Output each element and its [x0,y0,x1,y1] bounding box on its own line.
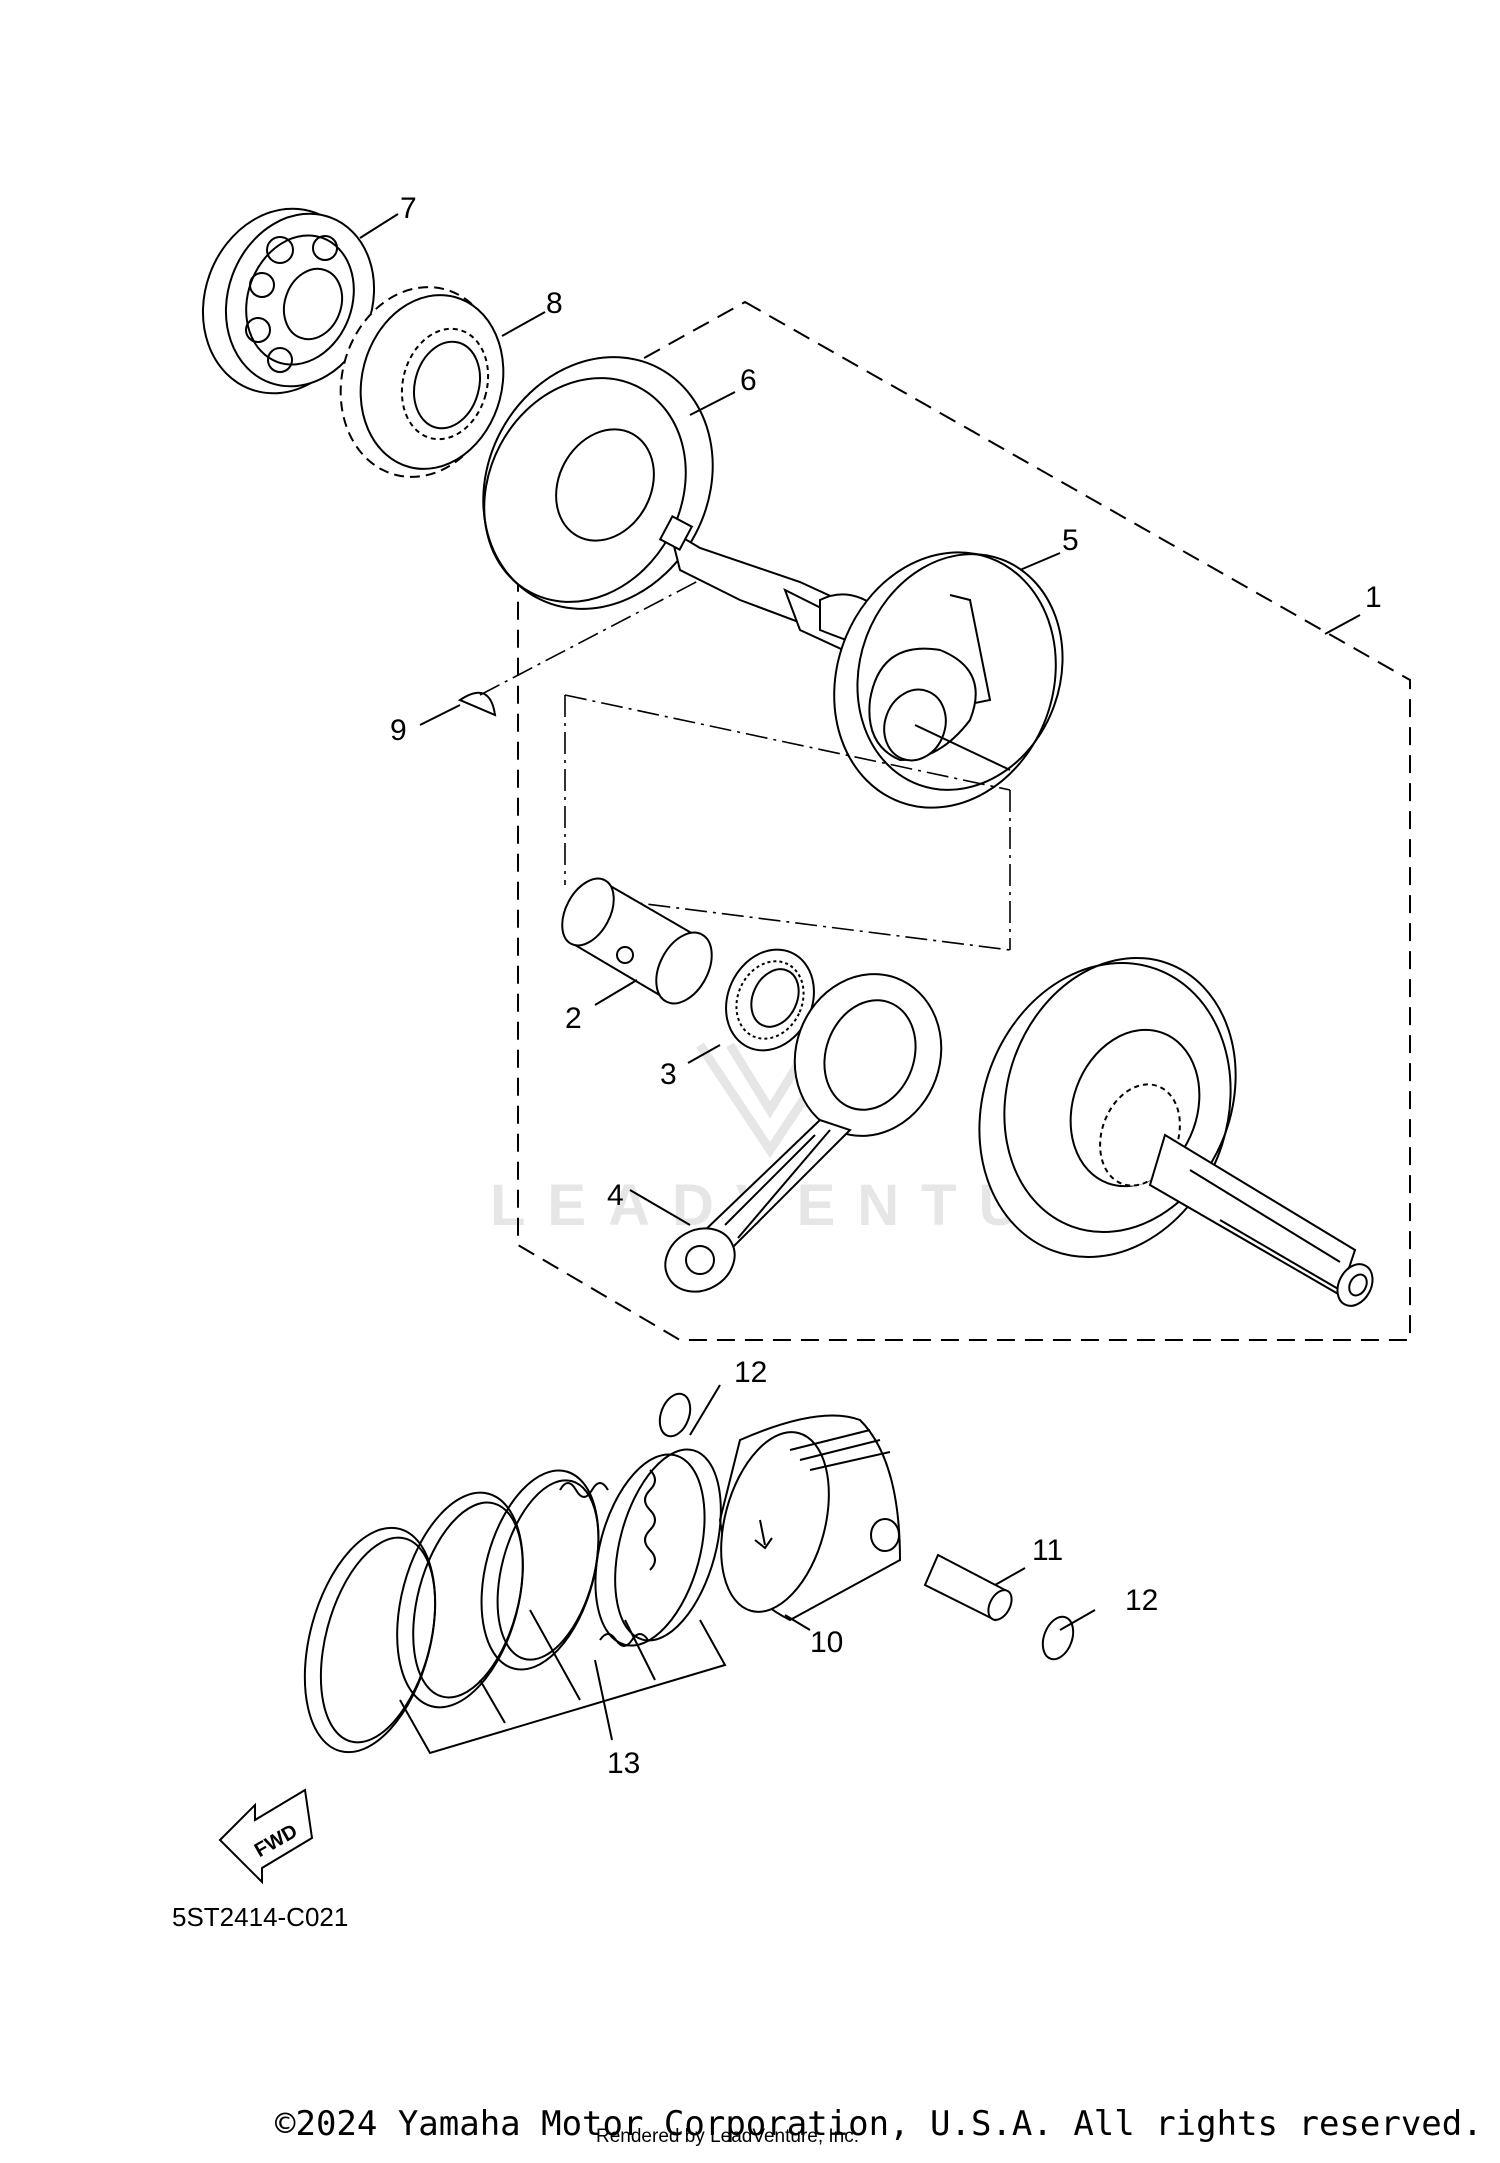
crank-pin-part-2[interactable] [552,870,723,1013]
callout-12-right: 12 [1125,1584,1158,1617]
washer-part-6[interactable] [440,317,756,650]
callout-7: 7 [400,192,417,225]
callout-1: 1 [1365,581,1382,614]
callout-labels: 1 2 3 4 5 6 7 8 9 10 11 12 12 13 [390,192,1382,1780]
connecting-rod-part-4[interactable] [654,953,964,1304]
callout-5: 5 [1062,524,1079,557]
callout-6: 6 [740,364,757,397]
bearing-part-7[interactable] [178,186,398,416]
diagram-code: 5ST2414-C021 [172,1902,348,1932]
copyright-notice: ©2024 Yamaha Motor Corporation, U.S.A. A… [275,2104,1483,2144]
crank-left-with-shaft[interactable] [939,925,1379,1312]
callout-12-top: 12 [734,1356,767,1389]
callout-9: 9 [390,714,407,747]
rendered-by-notice: Rendered by LeadVenture, Inc. [596,2126,860,2147]
callout-11: 11 [1032,1534,1063,1567]
circlip-part-12-right[interactable] [1037,1613,1078,1664]
piston-pin-part-11[interactable] [923,1553,1016,1624]
crank-right-part-5[interactable] [658,515,1095,839]
needle-bearing-part-3[interactable] [710,935,830,1065]
callout-3: 3 [660,1058,677,1091]
callout-13: 13 [607,1747,640,1780]
crankshaft-assembly-boundary [517,300,1411,1341]
key-part-9[interactable] [457,579,701,717]
leader-lines [359,213,1361,1755]
gear-part-8[interactable] [320,269,523,495]
piston-rings-part-13[interactable] [282,1438,739,1767]
piston-part-10[interactable] [703,1414,902,1624]
callout-8: 8 [546,287,563,320]
callout-2: 2 [565,1002,582,1035]
fwd-arrow-icon: FWD [218,1788,314,1885]
alignment-line [564,694,1011,951]
callout-10: 10 [810,1626,843,1659]
circlip-part-12-top[interactable] [654,1390,695,1441]
callout-4: 4 [607,1179,624,1212]
